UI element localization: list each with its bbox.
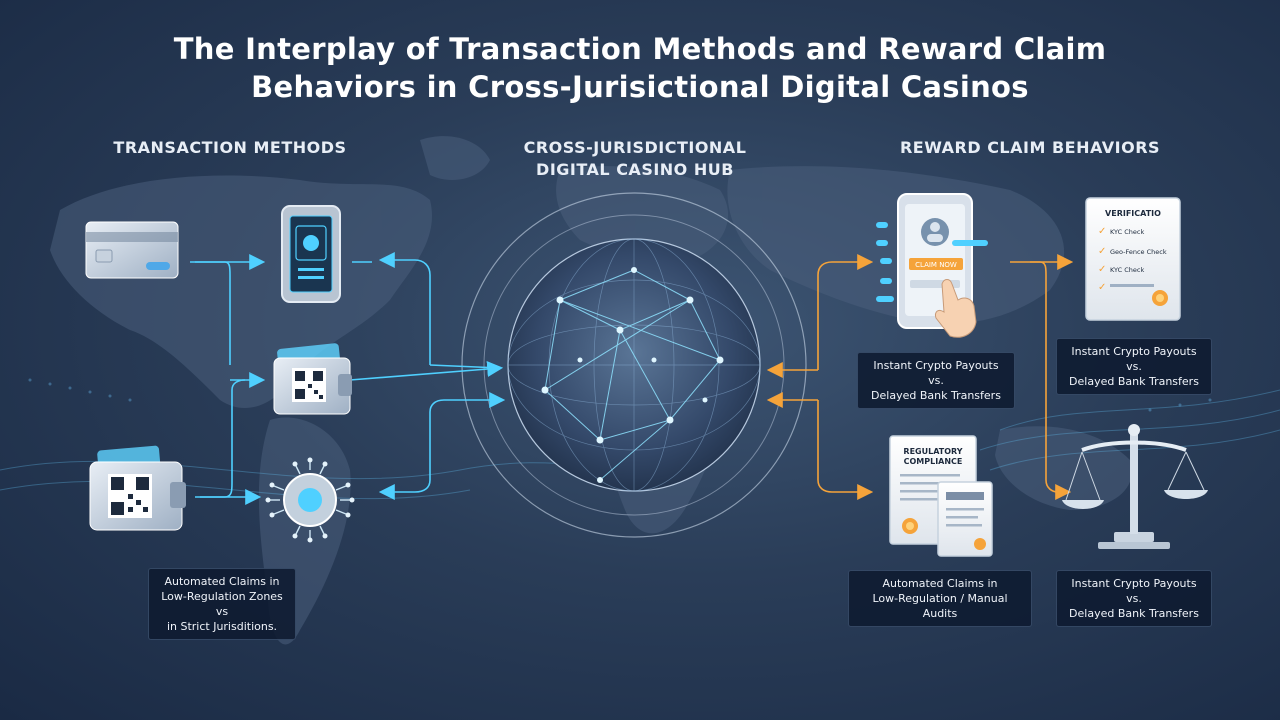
svg-text:✓: ✓ — [1098, 282, 1106, 293]
credit-card-icon — [85, 221, 179, 279]
caption-line: Low-Regulation / Manual Audits — [872, 592, 1008, 620]
doc-title-line-1: REGULATORY — [903, 447, 962, 456]
cert-item-3: KYC Check — [1110, 266, 1144, 274]
caption-line: Automated Claims in — [164, 575, 280, 588]
transaction-methods-heading: TRANSACTION METHODS — [113, 138, 347, 157]
cert-item-2: Geo-Fence Check — [1110, 248, 1167, 256]
caption-line: Low-Regulation Zones vs — [161, 590, 283, 618]
caption-line: Delayed Bank Transfers — [1069, 607, 1199, 620]
hub-heading-line-1: CROSS-JURISDICTIONAL — [523, 138, 747, 157]
caption-line: Automated Claims in — [882, 577, 998, 590]
svg-text:✓: ✓ — [1098, 246, 1106, 257]
phone-claim-icon: CLAIM NOW — [876, 193, 988, 338]
caption-line: Instant Crypto Payouts vs. — [1071, 345, 1197, 373]
cert-item-1: KYC Check — [1110, 228, 1144, 236]
caption-line: in Strict Jurisditions. — [166, 620, 278, 633]
title-line-1: The Interplay of Transaction Methods and… — [173, 32, 1107, 66]
cert-title: VERIFICATIO — [1105, 209, 1161, 218]
caption-crypto-payouts-bottom-right: Instant Crypto Payouts vs. Delayed Bank … — [1056, 570, 1212, 627]
title-line-2: Behaviors in Cross-Jurisictional Digital… — [251, 70, 1029, 104]
svg-text:✓: ✓ — [1098, 264, 1106, 275]
verification-certificate-icon: VERIFICATIO ✓ KYC Check ✓ Geo-Fence Chec… — [1085, 197, 1181, 321]
scales-of-justice-icon — [1062, 424, 1208, 549]
reward-flow-lines — [766, 254, 1074, 500]
compliance-document-icon: REGULATORY COMPLIANCE — [889, 435, 993, 557]
caption-line: Instant Crypto Payouts vs. — [1071, 577, 1197, 605]
caption-crypto-payouts-right: Instant Crypto Payouts vs. Delayed Bank … — [1056, 338, 1212, 395]
claim-now-button-label: CLAIM NOW — [915, 261, 957, 269]
caption-crypto-payouts-mid: Instant Crypto Payouts vs. Delayed Bank … — [857, 352, 1015, 409]
globe-network-icon — [461, 192, 807, 538]
qr-wallet-icon — [89, 445, 186, 531]
mobile-phone-icon — [281, 205, 341, 303]
digital-wallet-icon — [273, 343, 352, 415]
doc-title-line-2: COMPLIANCE — [904, 457, 963, 466]
reward-claim-heading: REWARD CLAIM BEHAVIORS — [899, 138, 1161, 157]
caption-line: Instant Crypto Payouts vs. — [873, 359, 999, 387]
caption-automated-claims-left: Automated Claims in Low-Regulation Zones… — [148, 568, 296, 640]
caption-line: Delayed Bank Transfers — [871, 389, 1001, 402]
caption-line: Delayed Bank Transfers — [1069, 375, 1199, 388]
svg-text:✓: ✓ — [1098, 226, 1106, 237]
hub-heading: CROSS-JURISDICTIONAL DIGITAL CASINO HUB — [480, 137, 790, 181]
hub-heading-line-2: DIGITAL CASINO HUB — [536, 160, 734, 179]
transaction-flow-lines — [190, 252, 506, 505]
page-title: The Interplay of Transaction Methods and… — [140, 30, 1140, 106]
caption-automated-claims-mid: Automated Claims in Low-Regulation / Man… — [848, 570, 1032, 627]
gear-circuit-icon — [265, 457, 355, 543]
